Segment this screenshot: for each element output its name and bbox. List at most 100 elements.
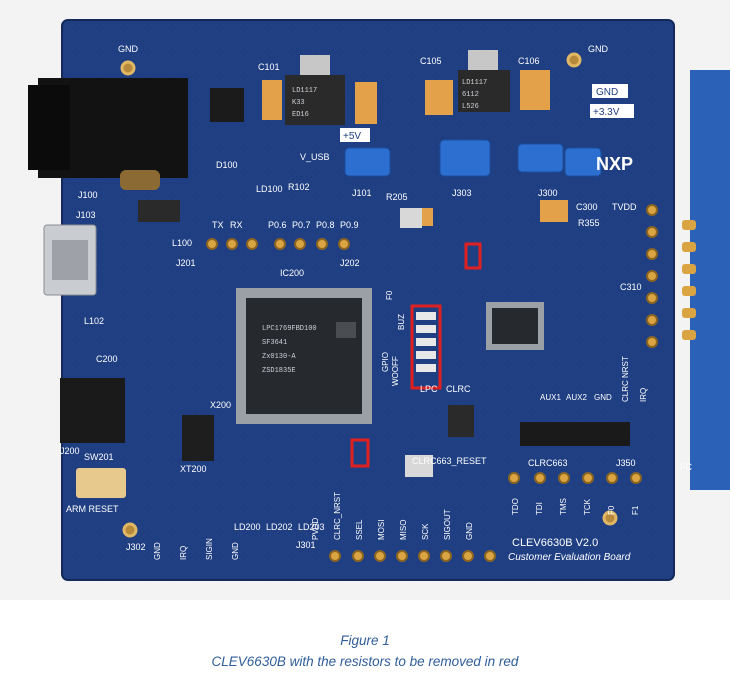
mounting-holes — [120, 52, 618, 538]
label-c106: C106 — [518, 56, 540, 66]
right-pin-label-3: TMS — [559, 498, 568, 515]
bottom-pin-label-7: SIGOUT — [443, 509, 452, 540]
label-gnd-box: GND — [596, 87, 618, 98]
label-l100: L100 — [172, 238, 192, 248]
label-clrc663: CLRC663 — [528, 458, 568, 468]
label-c300: C300 — [576, 202, 598, 212]
top-right-pin-2: AUX2 — [566, 393, 587, 402]
top-right-pin-5: IRQ — [639, 388, 648, 402]
reg2-line-3: L526 — [462, 103, 479, 111]
label-j300: J300 — [538, 188, 558, 198]
label-c200: C200 — [96, 354, 118, 364]
bottom-pin-label-1: PVDD — [311, 518, 320, 540]
mcu-line-4: ZSD1835E — [262, 367, 296, 375]
bottom-pin-label-4: MOSI — [377, 520, 386, 540]
bottom-pin-label-2: CLRC_NRST — [333, 492, 342, 540]
reg1-line-1: LD1117 — [292, 87, 317, 95]
resistor-bank — [416, 312, 436, 372]
label-rx: RX — [230, 220, 243, 230]
label-clrc-reset: CLRC663_RESET — [412, 456, 487, 466]
label-j303: J303 — [452, 188, 472, 198]
mid-label-3: BUZ — [397, 314, 406, 330]
label-c310: C310 — [620, 282, 642, 292]
highlight-box-top — [464, 242, 482, 270]
highlight-box-lpc — [410, 304, 442, 390]
label-tvdd: TVDD — [612, 202, 637, 212]
label-arm-reset: ARM RESET — [66, 504, 119, 514]
label-j103: J103 — [76, 210, 96, 220]
mid-label-4: F0 — [385, 290, 394, 300]
label-vusb: V_USB — [300, 152, 330, 162]
jumpers — [344, 139, 602, 177]
lpc1769-mcu — [236, 288, 372, 424]
label-j200: J200 — [60, 446, 80, 456]
bottom-pin-label-6: SCK — [421, 523, 430, 540]
label-l102: L102 — [84, 316, 104, 326]
mid-label-2: WOOFF — [391, 356, 400, 386]
clrc663-chip — [486, 302, 544, 350]
top-right-pin-1: AUX1 — [540, 393, 561, 402]
reg2-line-2: 6112 — [462, 91, 479, 99]
right-pin-label-4: TCK — [583, 498, 592, 515]
board-photo: GND GND J100 J103 J101 J303 J300 J201 J2… — [0, 0, 730, 600]
dc-power-jack — [28, 78, 188, 190]
figure-label: Figure 1 — [340, 633, 390, 648]
label-x200: X200 — [210, 400, 231, 410]
mid-label-1: GPIO — [381, 352, 390, 372]
label-tx: TX — [212, 220, 224, 230]
label-p06: P0.6 — [268, 220, 287, 230]
bottom-pin-label-3: SSEL — [355, 519, 364, 540]
label-gnd-topleft: GND — [118, 44, 139, 54]
label-xt200: XT200 — [180, 464, 207, 474]
label-clrc: CLRC — [446, 384, 471, 394]
label-3v3-box: +3.3V — [593, 107, 620, 118]
label-r355: R355 — [578, 218, 600, 228]
label-ld100: LD100 — [256, 184, 283, 194]
label-r205: R205 — [386, 192, 408, 202]
reg2-line-1: LD1117 — [462, 79, 487, 87]
label-fc: FC — [680, 462, 692, 472]
mcu-line-1: LPC1769FBD100 — [262, 325, 317, 333]
bottom-pin-label-5: MISO — [399, 520, 408, 540]
right-pin-label-5: F0 — [607, 505, 616, 515]
highlight-resistors — [350, 242, 482, 468]
board-brand: NXP — [596, 154, 633, 174]
label-c105: C105 — [420, 56, 442, 66]
label-p08: P0.8 — [316, 220, 335, 230]
jtag-header — [60, 378, 125, 443]
label-j302: J302 — [126, 542, 146, 552]
label-p09: P0.9 — [340, 220, 359, 230]
bottom-pin-label-8: GND — [465, 522, 474, 540]
label-lpc: LPC — [420, 384, 438, 394]
label-j350: J350 — [616, 458, 636, 468]
label-ld202: LD202 — [266, 522, 293, 532]
board-name: CLEV6630B V2.0 — [512, 537, 598, 549]
label-j201: J201 — [176, 258, 196, 268]
label-ic200: IC200 — [280, 268, 304, 278]
label-j100: J100 — [78, 190, 98, 200]
figure-caption: CLEV6630B with the resistors to be remov… — [211, 654, 519, 669]
label-j202: J202 — [340, 258, 360, 268]
top-right-pin-3: GND — [594, 393, 612, 402]
usb-connector — [43, 224, 97, 296]
label-ld203: LD203 — [298, 522, 325, 532]
reg1-line-3: ED16 — [292, 111, 309, 119]
mcu-line-2: SF3641 — [262, 339, 287, 347]
label-5v-box: +5V — [343, 131, 361, 142]
label-p07: P0.7 — [292, 220, 311, 230]
header-pads — [206, 204, 658, 562]
left-pin-label-3: SIGIN — [205, 538, 214, 560]
highlight-box-bottom — [350, 438, 370, 468]
mcu-line-3: Zx0130-A — [262, 353, 296, 361]
label-r102: R102 — [288, 182, 310, 192]
left-pin-label-4: GND — [231, 542, 240, 560]
right-pin-label-1: TDO — [511, 498, 520, 515]
label-j101: J101 — [352, 188, 372, 198]
right-pin-label-6: F1 — [631, 505, 640, 515]
label-c101: C101 — [258, 62, 280, 72]
left-pin-label-2: IRQ — [179, 546, 188, 560]
top-components — [210, 50, 568, 226]
misc-components — [76, 200, 474, 498]
label-sw201: SW201 — [84, 452, 114, 462]
jumper-header-j350 — [520, 422, 630, 446]
